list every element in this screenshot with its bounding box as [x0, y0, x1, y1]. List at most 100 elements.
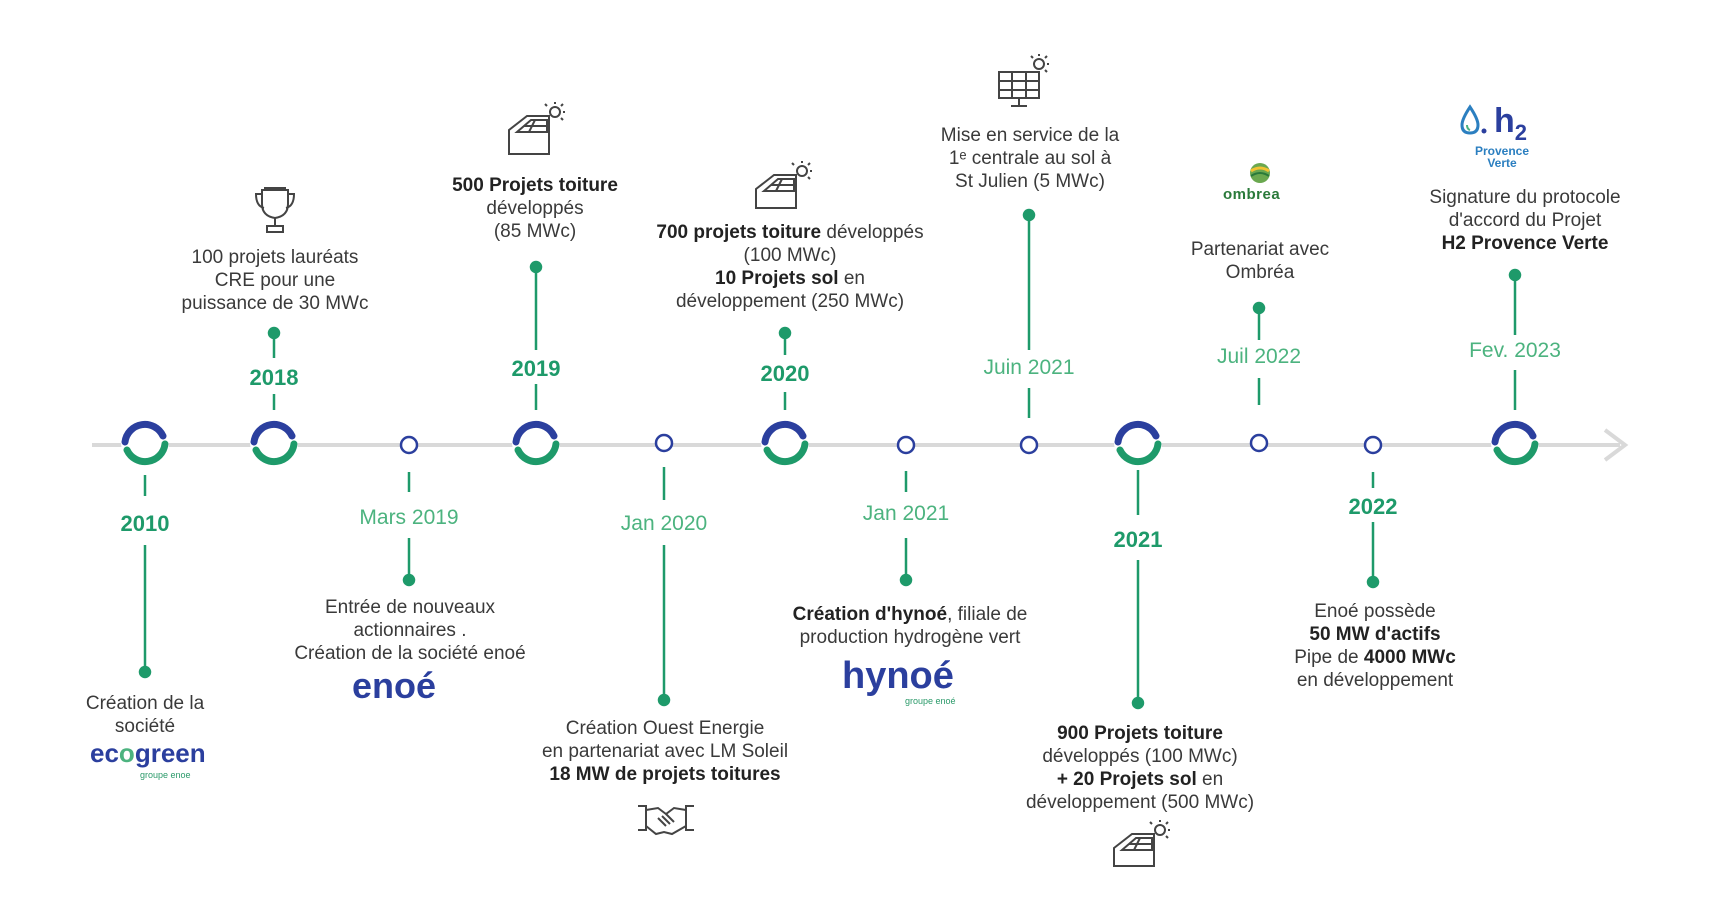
node-2021 [1114, 418, 1162, 466]
year-label-2020: 2020 [760, 361, 810, 386]
h2-logo-subtitle-line: Verte [1487, 156, 1517, 170]
date-label-mars2019: Mars 2019 [359, 506, 459, 529]
milestone-2018-text: 100 projets lauréats CRE pour une puissa… [150, 246, 400, 315]
milestone-text-line: puissance de 30 MWc [181, 293, 369, 314]
dot-juil2022 [1252, 301, 1266, 315]
milestone-text-line: production hydrogène vert [799, 627, 1021, 648]
h2-logo-subtitle: Provence Verte [1462, 145, 1542, 169]
ecogreen-logo: ecogreen [90, 738, 206, 768]
milestone-text-line: Partenariat avec [1190, 239, 1330, 260]
milestone-text-span: en [838, 268, 865, 289]
milestone-text-line: en partenariat avec LM Soleil [541, 741, 789, 762]
milestone-text-line: St Julien (5 MWc) [955, 171, 1105, 192]
dot-juin2021 [1022, 208, 1036, 222]
dot-2020 [778, 326, 792, 340]
milestone-text-span: Pipe de [1294, 647, 1364, 668]
milestone-text-line: Création de la société enoé [294, 643, 526, 664]
year-label-2022: 2022 [1348, 494, 1398, 519]
milestone-text-line: en développement [1296, 670, 1454, 691]
milestone-jan2021-text: Création d'hynoé, filiale de production … [750, 603, 1070, 649]
milestone-text-bold: 10 Projets sol [715, 268, 839, 289]
milestone-text-line: Création de la [85, 693, 205, 714]
milestone-jan2020-text: Création Ouest Energie en partenariat av… [500, 717, 830, 786]
node-jan2020 [654, 433, 674, 453]
milestone-2022-text: Enoé possède 50 MW d'actifs Pipe de 4000… [1240, 600, 1510, 692]
date-label-juil2022: Juil 2022 [1216, 345, 1302, 368]
year-label-2010: 2010 [120, 511, 170, 536]
ombrea-logo-icon [1250, 163, 1270, 183]
milestone-text-line: 100 projets lauréats [191, 247, 359, 268]
date-label-jan2021: Jan 2021 [862, 502, 950, 525]
milestone-text-span: développés [821, 222, 924, 243]
milestone-text-bold: 500 Projets toiture [452, 175, 618, 196]
h2-logo-subtitle-line: Provence [1474, 144, 1530, 158]
milestone-text-line: Ombréa [1225, 262, 1295, 283]
date-label-fev2023: Fev. 2023 [1469, 339, 1561, 362]
h2-logo-h: h [1494, 102, 1515, 140]
dot-2010 [138, 665, 152, 679]
milestone-text-bold: H2 Provence Verte [1441, 233, 1609, 254]
enoe-logo: enoé [352, 665, 437, 706]
node-2010 [121, 418, 169, 466]
milestone-text-line: développés [486, 198, 584, 219]
node-mars2019 [399, 435, 419, 455]
node-juin2021 [1019, 435, 1039, 455]
milestone-text-bold: 4000 MWc [1363, 647, 1456, 668]
node-2020 [761, 418, 809, 466]
milestone-text-line: CRE pour une [214, 270, 336, 291]
h2-logo: h2 [1494, 102, 1527, 145]
milestone-text-line: Entrée de nouveaux [324, 597, 496, 618]
dot-jan2021 [899, 573, 913, 587]
milestone-juil2022-text: Partenariat avec Ombréa [1160, 238, 1360, 284]
ecogreen-logo-subtitle: groupe enoe [140, 770, 191, 780]
dot-fev2023 [1508, 268, 1522, 282]
milestone-text-line: actionnaires . [353, 620, 467, 641]
solar-roof-icon [1113, 820, 1170, 867]
milestone-fev2023-text: Signature du protocole d'accord du Proje… [1390, 186, 1660, 255]
milestone-text-bold: 700 projets toiture [656, 222, 822, 243]
date-label-juin2021: Juin 2021 [983, 356, 1075, 379]
milestone-text-line: Création Ouest Energie [565, 718, 765, 739]
milestone-text-bold: 50 MW d'actifs [1309, 624, 1441, 645]
node-2022 [1363, 435, 1383, 455]
milestone-text-line: société [114, 716, 176, 737]
node-2019 [512, 418, 560, 466]
milestone-2019-text: 500 Projets toiture développés (85 MWc) [420, 174, 650, 243]
ombrea-logo: ombrea [1223, 186, 1281, 203]
milestone-text-line: Mise en service de la [940, 125, 1120, 146]
handshake-icon [638, 805, 694, 836]
milestone-text-line: 1ᵉ centrale au sol à [948, 148, 1112, 169]
node-2018 [250, 418, 298, 466]
timeline-arrowhead [1603, 428, 1629, 462]
milestone-text-bold: 900 Projets toiture [1057, 723, 1223, 744]
dot-2022 [1366, 575, 1380, 589]
dot-mars2019 [402, 573, 416, 587]
milestone-text-line: d'accord du Projet [1448, 210, 1602, 231]
hynoe-logo-subtitle: groupe enoé [905, 696, 956, 706]
node-juil2022 [1249, 433, 1269, 453]
milestone-2021-text: 900 Projets toiture développés (100 MWc)… [985, 722, 1295, 814]
solar-panel-icon [998, 54, 1049, 107]
milestone-2010-text: Création de la société [40, 692, 250, 738]
milestone-text-line: (100 MWc) [743, 245, 837, 266]
milestone-text-bold: 18 MW de projets toitures [549, 764, 781, 785]
milestone-text-line: Signature du protocole [1429, 187, 1621, 208]
dot-2021 [1131, 696, 1145, 710]
milestone-juin2021-text: Mise en service de la 1ᵉ centrale au sol… [880, 124, 1180, 193]
milestone-text-line: développement (250 MWc) [675, 291, 905, 312]
solar-roof-icon [755, 161, 812, 209]
node-jan2021 [896, 435, 916, 455]
year-label-2021: 2021 [1113, 527, 1163, 552]
milestone-2020-text: 700 projets toiture développés (100 MWc)… [630, 221, 950, 313]
hynoe-logo: hynoé [842, 655, 954, 697]
dot-2019 [529, 260, 543, 274]
year-label-2019: 2019 [511, 356, 561, 381]
milestone-text-bold: + 20 Projets sol [1056, 769, 1197, 790]
h2-logo-2: 2 [1514, 120, 1528, 145]
dot-jan2020 [657, 693, 671, 707]
year-label-2018: 2018 [249, 365, 299, 390]
milestone-text-line: développement (500 MWc) [1025, 792, 1255, 813]
milestone-text-line: développés (100 MWc) [1042, 746, 1238, 767]
